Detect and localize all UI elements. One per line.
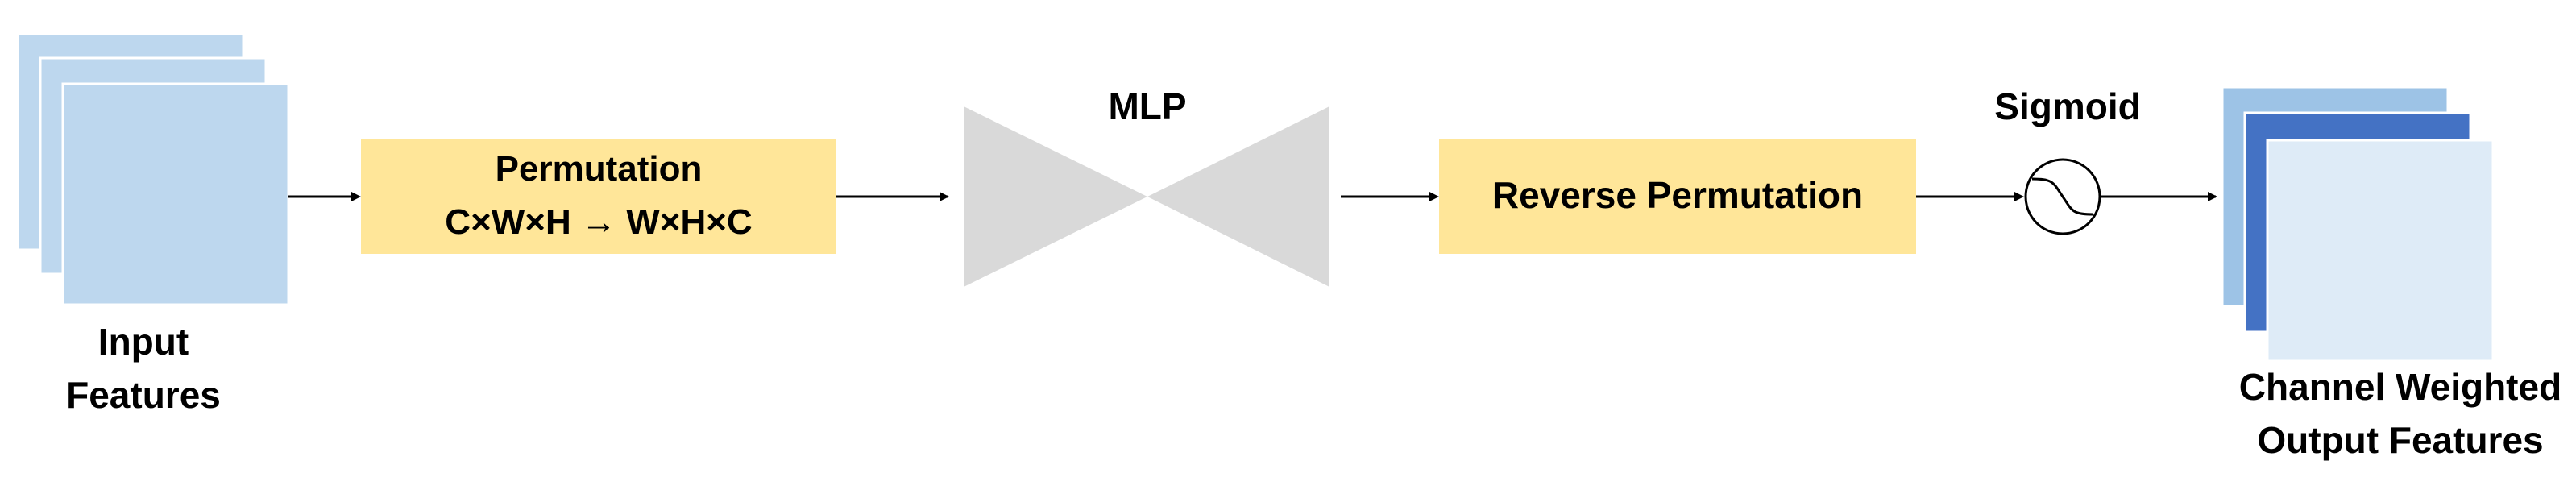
sigmoid-curve-icon [2024, 158, 2101, 235]
input-feature-stack [16, 32, 290, 306]
output-feature-map-front [2266, 139, 2495, 363]
output-feature-stack [2221, 85, 2495, 363]
mlp-label: MLP [1108, 85, 1186, 127]
output-label-line1: Channel Weighted [2239, 366, 2561, 408]
input-label-line2: Features [66, 374, 221, 416]
permutation-box [361, 139, 836, 254]
permutation-title: Permutation [496, 149, 703, 189]
input-feature-map-front [61, 82, 290, 306]
mlp-bowtie-shape [964, 106, 1329, 287]
output-label-line2: Output Features [2257, 419, 2543, 461]
reverse-permutation-label: Reverse Permutation [1492, 174, 1863, 216]
permutation-shape: C×W×H → W×H×C [445, 202, 752, 242]
sigmoid-label: Sigmoid [1994, 85, 2140, 127]
input-label-line1: Input [98, 321, 189, 363]
reverse-permutation-box [1439, 139, 1916, 254]
